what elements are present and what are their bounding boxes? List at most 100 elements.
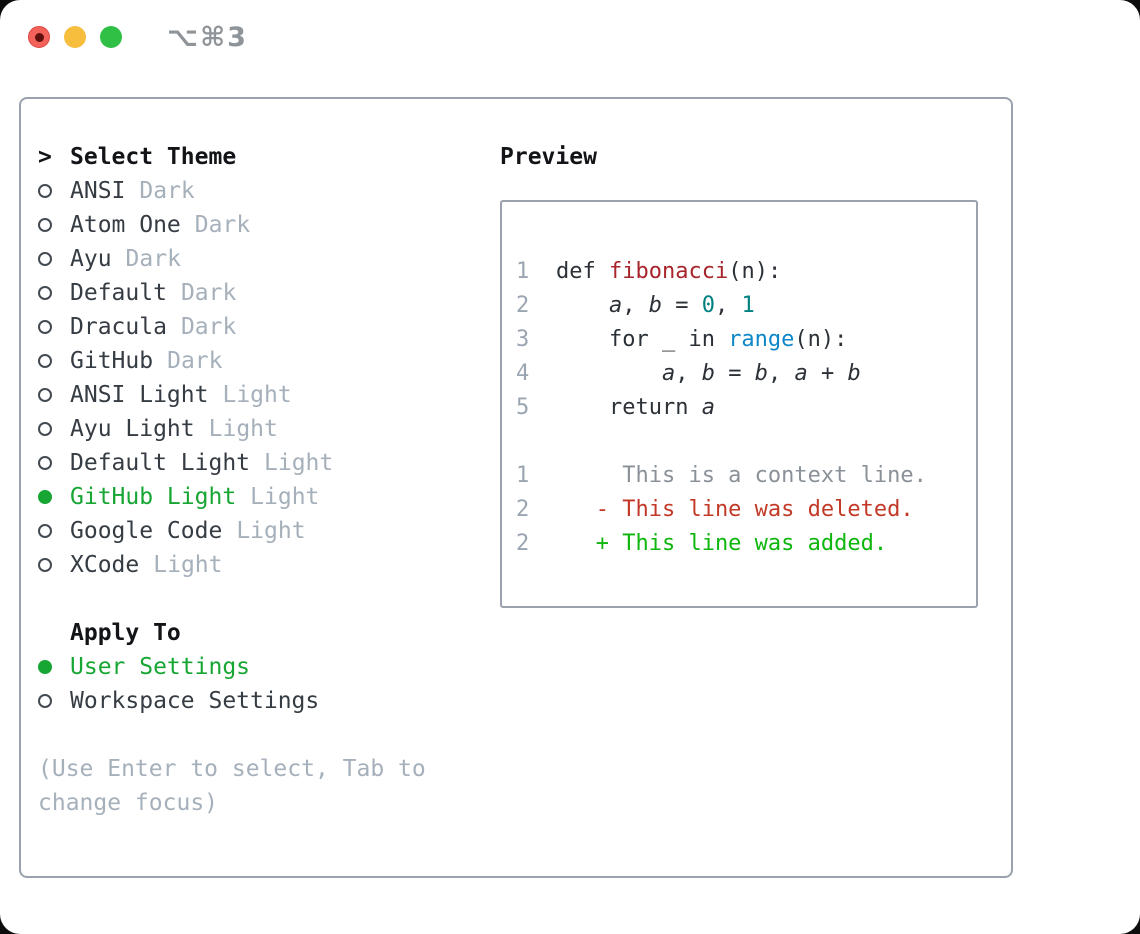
maximize-button[interactable] [100,26,122,48]
code-line: 3 for _ in range(n): [516,322,976,356]
code-segment: 0 [701,292,715,318]
radio-unselected-icon [38,320,52,334]
code-segment: (n): [728,258,782,284]
preview-title: Preview [500,144,597,170]
apply-to-option[interactable]: User Settings [38,650,440,684]
option-variant-tag: Dark [139,178,195,204]
hint-text: (Use Enter to select, Tab to change focu… [38,756,440,816]
theme-option[interactable]: Atom One Dark [38,208,440,242]
code-segment: b [847,360,861,386]
option-label: GitHub [70,348,154,374]
option-variant-tag: Dark [125,246,181,272]
option-label: ANSI [70,178,126,204]
code-segment: (n): [794,326,848,352]
option-label: User Settings [70,654,251,680]
theme-option[interactable]: XCode Light [38,548,440,582]
code-segment: b [701,360,715,386]
window-title: ⌥⌘3 [167,22,248,53]
radio-unselected-icon [38,388,52,402]
code-segment: a [701,394,715,420]
option-variant-tag: Light [208,416,278,442]
line-number: 4 [516,360,530,386]
option-variant-tag: Light [153,552,223,578]
code-segment: b [648,292,662,318]
theme-option[interactable]: Default Light Light [38,446,440,480]
radio-unselected-icon [38,252,52,266]
option-variant-tag: Dark [180,280,237,306]
code-segment: def [556,258,609,284]
window-titlebar: ⌥⌘3 [0,0,1140,97]
code-segment: + This line was added. [556,530,888,556]
option-variant-tag: Dark [194,212,251,238]
option-label: Default Light [70,450,251,476]
spacer [38,582,440,616]
code-segment: a [661,360,676,386]
radio-unselected-icon [38,456,52,470]
code-segment: = [661,292,702,318]
code-segment: return [556,394,702,420]
close-button[interactable] [28,26,50,48]
option-label: Workspace Settings [70,688,320,714]
code-segment: , [714,292,742,318]
code-segment: This is a context line. [556,462,927,488]
select-theme-header-row: > Select Theme [38,140,440,174]
radio-unselected-icon [38,354,52,368]
select-theme-title: Select Theme [70,144,237,170]
line-number: 3 [516,326,530,352]
option-variant-tag: Light [222,382,292,408]
theme-option[interactable]: Default Dark [38,276,440,310]
code-line: 1 def fibonacci(n): [516,254,976,288]
code-line: 1 This is a context line. [516,458,976,492]
minimize-button[interactable] [64,26,86,48]
unsaved-dot-icon [34,32,44,42]
theme-option[interactable]: GitHub Dark [38,344,440,378]
radio-unselected-icon [38,558,52,572]
code-line: 5 return a [516,390,976,424]
code-segment: , [767,360,795,386]
code-segment: b [754,360,768,386]
code-segment: , [622,292,649,318]
line-number: 2 [516,496,530,522]
option-label: Dracula [70,314,167,340]
line-number: 2 [516,292,530,318]
option-label: Default [70,280,167,306]
theme-option[interactable]: ANSI Dark [38,174,440,208]
apply-to-option[interactable]: Workspace Settings [38,684,440,718]
line-number: 1 [516,258,530,284]
option-variant-tag: Light [250,484,320,510]
radio-selected-icon [38,660,52,674]
option-label: Google Code [70,518,223,544]
apply-to-header-row: Apply To [38,616,440,650]
code-line: 2 a, b = 0, 1 [516,288,976,322]
line-number: 1 [516,462,530,488]
line-number: 2 [516,530,530,556]
code-segment: fibonacci [608,258,729,284]
code-segment: 1 [741,292,755,318]
radio-unselected-icon [38,524,52,538]
code-segment: + [807,360,848,386]
option-variant-tag: Light [264,450,334,476]
code-line: 2 - This line was deleted. [516,492,976,526]
option-variant-tag: Dark [167,348,223,374]
option-label: Atom One [70,212,181,238]
radio-selected-icon [38,490,52,504]
code-segment: = [714,360,755,386]
code-segment: , [675,360,702,386]
preview-header-row: Preview [500,140,978,174]
code-segment: - This line was deleted. [556,496,914,522]
option-label: XCode [70,552,140,578]
radio-unselected-icon [38,218,52,232]
code-segment: range [728,326,795,352]
